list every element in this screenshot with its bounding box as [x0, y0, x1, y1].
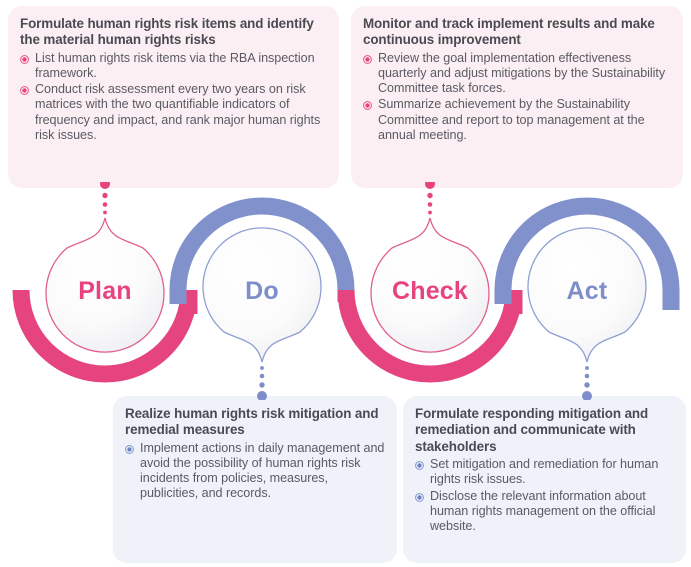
bullet-dot-icon: [125, 444, 134, 454]
arc-act-blue: [494, 197, 680, 291]
connector-check: [425, 182, 435, 215]
list-item: List human rights risk items via the RBA…: [20, 51, 327, 81]
stage-bubble-act-shape: [527, 227, 647, 363]
info-box-act: Formulate responding mitigation and reme…: [403, 396, 686, 563]
bullet-dot-icon: [20, 86, 29, 96]
list-item: Set mitigation and remediation for human…: [415, 457, 674, 487]
info-box-check-title: Monitor and track implement results and …: [363, 16, 655, 48]
info-box-check: Monitor and track implement results and …: [351, 6, 683, 188]
info-box-do: Realize human rights risk mitigation and…: [113, 396, 397, 563]
stage-label-do: Do: [245, 277, 279, 305]
stage-label-act: Act: [567, 277, 608, 305]
list-item-text: Summarize achievement by the Sustainabil…: [378, 97, 645, 142]
stage-bubble-check-shape: [370, 217, 490, 353]
info-box-do-title: Realize human rights risk mitigation and…: [125, 406, 379, 438]
bullet-dot-icon: [363, 54, 372, 64]
cycle-arcs: [12, 197, 680, 383]
stage-label-check: Check: [392, 277, 468, 305]
stage-label-plan: Plan: [78, 277, 132, 305]
junction-notch-plan-do: [181, 304, 197, 314]
info-box-plan-title: Formulate human rights risk items and id…: [20, 16, 314, 48]
bullet-dot-icon: [20, 54, 29, 64]
stage-bubble-act[interactable]: Act: [527, 227, 647, 363]
junction-notch-check-act: [506, 304, 522, 314]
info-box-act-title: Formulate responding mitigation and reme…: [415, 406, 649, 454]
list-item-text: Conduct risk assessment every two years …: [35, 82, 321, 142]
list-item-text: Disclose the relevant information about …: [430, 488, 656, 534]
list-item: Disclose the relevant information about …: [415, 489, 674, 535]
info-box-check-bullets: Review the goal implementation effective…: [363, 51, 671, 143]
list-item-text: Implement actions in daily management an…: [140, 440, 385, 501]
pdca-cycle-graphic: Plan Do Check Act: [12, 182, 680, 400]
stage-bubble-do[interactable]: Do: [202, 227, 322, 363]
arc-plan-pink: [12, 289, 198, 383]
info-box-plan: Formulate human rights risk items and id…: [8, 6, 339, 188]
stage-bubble-plan-shape: [45, 217, 165, 353]
bullet-dot-icon: [415, 461, 424, 471]
connector-do: [257, 366, 267, 400]
arc-do-blue: [169, 197, 355, 291]
list-item: Review the goal implementation effective…: [363, 51, 671, 97]
stage-bubble-do-shape: [202, 227, 322, 363]
arc-check-pink: [337, 289, 523, 383]
connector-act: [582, 366, 592, 400]
bullet-dot-icon: [415, 492, 424, 502]
connector-plan: [100, 182, 110, 215]
list-item: Implement actions in daily management an…: [125, 441, 385, 502]
info-box-plan-bullets: List human rights risk items via the RBA…: [20, 51, 327, 143]
info-box-do-bullets: Implement actions in daily management an…: [125, 441, 385, 502]
stage-bubble-check[interactable]: Check: [370, 217, 490, 353]
list-item: Conduct risk assessment every two years …: [20, 82, 327, 143]
list-item-text: Review the goal implementation effective…: [378, 50, 666, 96]
info-box-act-bullets: Set mitigation and remediation for human…: [415, 457, 674, 534]
list-item-text: List human rights risk items via the RBA…: [35, 50, 315, 81]
list-item: Summarize achievement by the Sustainabil…: [363, 97, 671, 143]
stage-bubble-plan[interactable]: Plan: [45, 217, 165, 353]
bullet-dot-icon: [363, 101, 372, 111]
list-item-text: Set mitigation and remediation for human…: [430, 457, 659, 487]
